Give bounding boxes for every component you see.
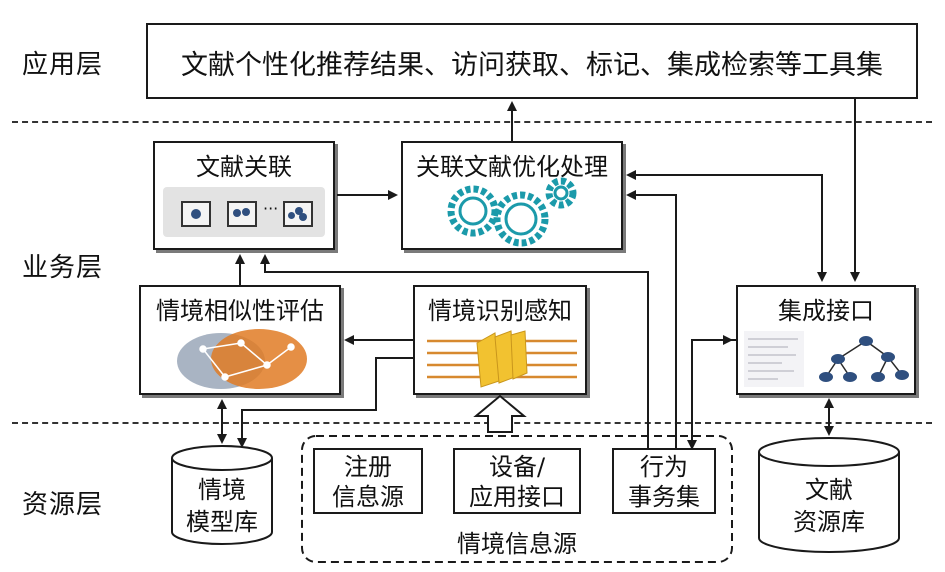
doc-association-box: 文献关联 ··· xyxy=(153,141,335,250)
integration-interface-title: 集成接口 xyxy=(778,297,874,325)
similarity-title: 情境相似性评估 xyxy=(156,297,324,325)
doc-cluster-3 xyxy=(283,201,313,227)
layer-label-business: 业务层 xyxy=(22,253,104,283)
doc-cluster-2 xyxy=(227,201,257,227)
tree-illustration xyxy=(748,336,909,382)
layer-divider-top xyxy=(12,121,932,123)
layer-label-resource: 资源层 xyxy=(22,490,104,520)
integration-interface-box: 集成接口 xyxy=(736,285,916,395)
layer-divider-bottom xyxy=(12,422,932,424)
source-registration-line2: 信息源 xyxy=(332,483,404,511)
source-behavior-transactions: 行为 事务集 xyxy=(612,448,716,514)
recognition-title: 情境识别感知 xyxy=(428,297,572,325)
code-screenshot xyxy=(744,331,804,387)
signal-illustration xyxy=(427,330,577,388)
context-sources-frame xyxy=(301,435,733,563)
venn-illustration xyxy=(177,329,307,389)
doc-cluster-1 xyxy=(181,201,211,227)
source-device-app-interface: 设备/ 应用接口 xyxy=(453,448,581,514)
context-model-db-label-1: 情境 xyxy=(198,476,246,504)
literature-db-cylinder xyxy=(758,437,900,553)
gears-illustration xyxy=(447,177,577,247)
gear-icon xyxy=(447,177,577,247)
source-behavior-line2: 事务集 xyxy=(628,483,700,511)
source-device-line1: 设备/ xyxy=(488,453,546,481)
doc-cluster-ellipsis: ··· xyxy=(263,199,279,218)
similarity-box: 情境相似性评估 xyxy=(139,285,341,395)
literature-db-label-2: 资源库 xyxy=(793,508,865,536)
application-toolset-box: 文献个性化推荐结果、访问获取、标记、集成检索等工具集 xyxy=(146,23,918,99)
recognition-box: 情境识别感知 xyxy=(413,285,587,395)
hollow-up-arrow xyxy=(473,394,527,433)
layer-label-application: 应用层 xyxy=(22,50,104,80)
context-sources-group-label: 情境信息源 xyxy=(457,530,577,558)
source-registration: 注册 信息源 xyxy=(313,448,423,514)
optimization-box: 关联文献优化处理 xyxy=(401,141,623,250)
source-registration-line1: 注册 xyxy=(344,453,392,481)
source-behavior-line1: 行为 xyxy=(640,453,688,481)
context-model-db-cylinder xyxy=(171,445,273,545)
application-toolset-text: 文献个性化推荐结果、访问获取、标记、集成检索等工具集 xyxy=(181,50,883,81)
context-model-db-label-2: 模型库 xyxy=(186,508,258,536)
literature-db-label-1: 文献 xyxy=(805,476,853,504)
source-device-line2: 应用接口 xyxy=(469,483,565,511)
optimization-title: 关联文献优化处理 xyxy=(416,153,608,181)
doc-association-title: 文献关联 xyxy=(196,153,292,181)
